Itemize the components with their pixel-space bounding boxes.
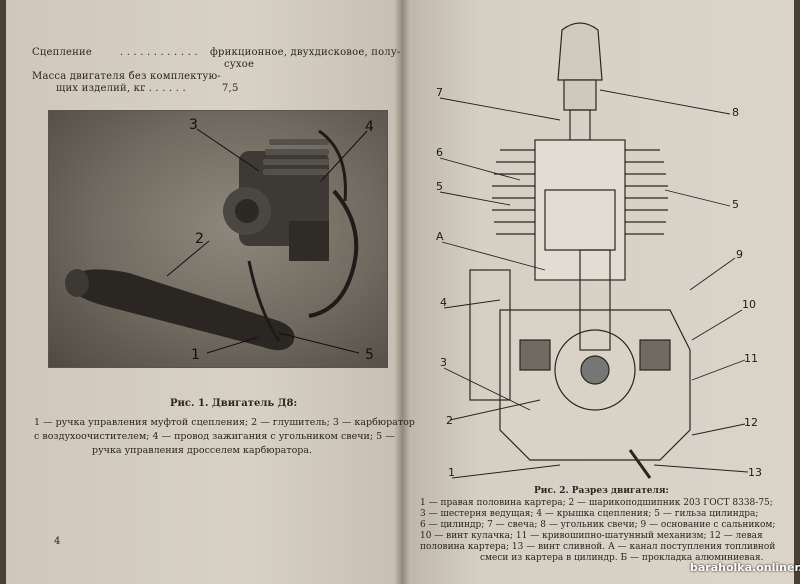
diagram-callout-3: 3 bbox=[440, 356, 447, 369]
figure-2-caption-line: половина картера; 13 — винт сливной. А —… bbox=[420, 542, 776, 552]
diagram-callout-a: А bbox=[436, 230, 444, 243]
figure-2-caption-line: смеси из картера в цилиндр. Б — прокладк… bbox=[480, 553, 764, 563]
watermark: baraholka.onliner.by bbox=[690, 561, 800, 574]
book-gutter bbox=[394, 0, 410, 584]
engine-cross-section-diagram: 7 6 5 А 4 3 2 1 8 5 9 10 11 12 13 bbox=[430, 10, 790, 480]
figure-2-caption-line: 3 — шестерня ведущая; 4 — крышка сцеплен… bbox=[420, 509, 759, 519]
page-number: 4 bbox=[54, 536, 61, 547]
diagram-callout-7: 7 bbox=[436, 86, 443, 99]
diagram-callout-5-right: 5 bbox=[732, 198, 739, 211]
figure-1-caption-line: 1 — ручка управления муфтой сцепления; 2… bbox=[34, 417, 415, 428]
spec-row-dots: . . . . . . . . . . . . bbox=[120, 47, 198, 58]
diagram-callout-6: 6 bbox=[436, 146, 443, 159]
spec-row-value: фрикционное, двухдисковое, полу- bbox=[210, 47, 401, 58]
engine-photo-illustration: 3 4 2 1 5 bbox=[65, 117, 374, 363]
diagram-callout-2: 2 bbox=[446, 414, 453, 427]
photo-callout-1: 1 bbox=[191, 347, 200, 363]
spec-row-label: Масса двигателя без комплектую- bbox=[32, 71, 221, 82]
diagram-callout-13: 13 bbox=[748, 466, 762, 479]
figure-2-caption-line: 10 — винт кулачка; 11 — кривошипно-шатун… bbox=[420, 531, 763, 541]
figure-2-caption-title: Рис. 2. Разрез двигателя: bbox=[534, 486, 669, 496]
figure-1-caption-line: ручка управления дросселем карбюратора. bbox=[92, 445, 313, 456]
diagram-callout-10: 10 bbox=[742, 298, 756, 311]
spec-row-label: щих изделий, кг bbox=[56, 83, 146, 94]
diagram-callout-11: 11 bbox=[744, 352, 758, 365]
spec-row-value: сухое bbox=[224, 59, 255, 70]
figure-2-caption-line: 1 — правая половина картера; 2 — шарикоп… bbox=[420, 498, 773, 508]
figure-1-caption-title: Рис. 1. Двигатель Д8: bbox=[170, 398, 298, 409]
figure-2-caption-line: 6 — цилиндр; 7 — свеча; 8 — угольник све… bbox=[420, 520, 776, 530]
figure-1-caption-line: с воздухоочистителем; 4 — провод зажиган… bbox=[34, 431, 395, 442]
diagram-callout-12: 12 bbox=[744, 416, 758, 429]
engine-photo: 3 4 2 1 5 bbox=[48, 110, 388, 368]
spec-row-label: Сцепление bbox=[32, 47, 92, 58]
diagram-callout-4: 4 bbox=[440, 296, 447, 309]
photo-callout-4: 4 bbox=[365, 119, 374, 135]
diagram-callout-8: 8 bbox=[732, 106, 739, 119]
photo-callout-5: 5 bbox=[365, 347, 374, 363]
spec-row-dots: . . . . . . . bbox=[142, 83, 186, 94]
diagram-callout-1: 1 bbox=[448, 466, 455, 479]
photo-callout-3: 3 bbox=[189, 117, 198, 133]
diagram-callout-5-left: 5 bbox=[436, 180, 443, 193]
right-page bbox=[402, 0, 794, 584]
cross-section-illustration: 7 6 5 А 4 3 2 1 8 5 9 10 11 12 13 bbox=[436, 22, 762, 479]
diagram-callout-9: 9 bbox=[736, 248, 743, 261]
photo-callout-2: 2 bbox=[195, 231, 204, 247]
spec-row-value: 7,5 bbox=[222, 83, 239, 94]
